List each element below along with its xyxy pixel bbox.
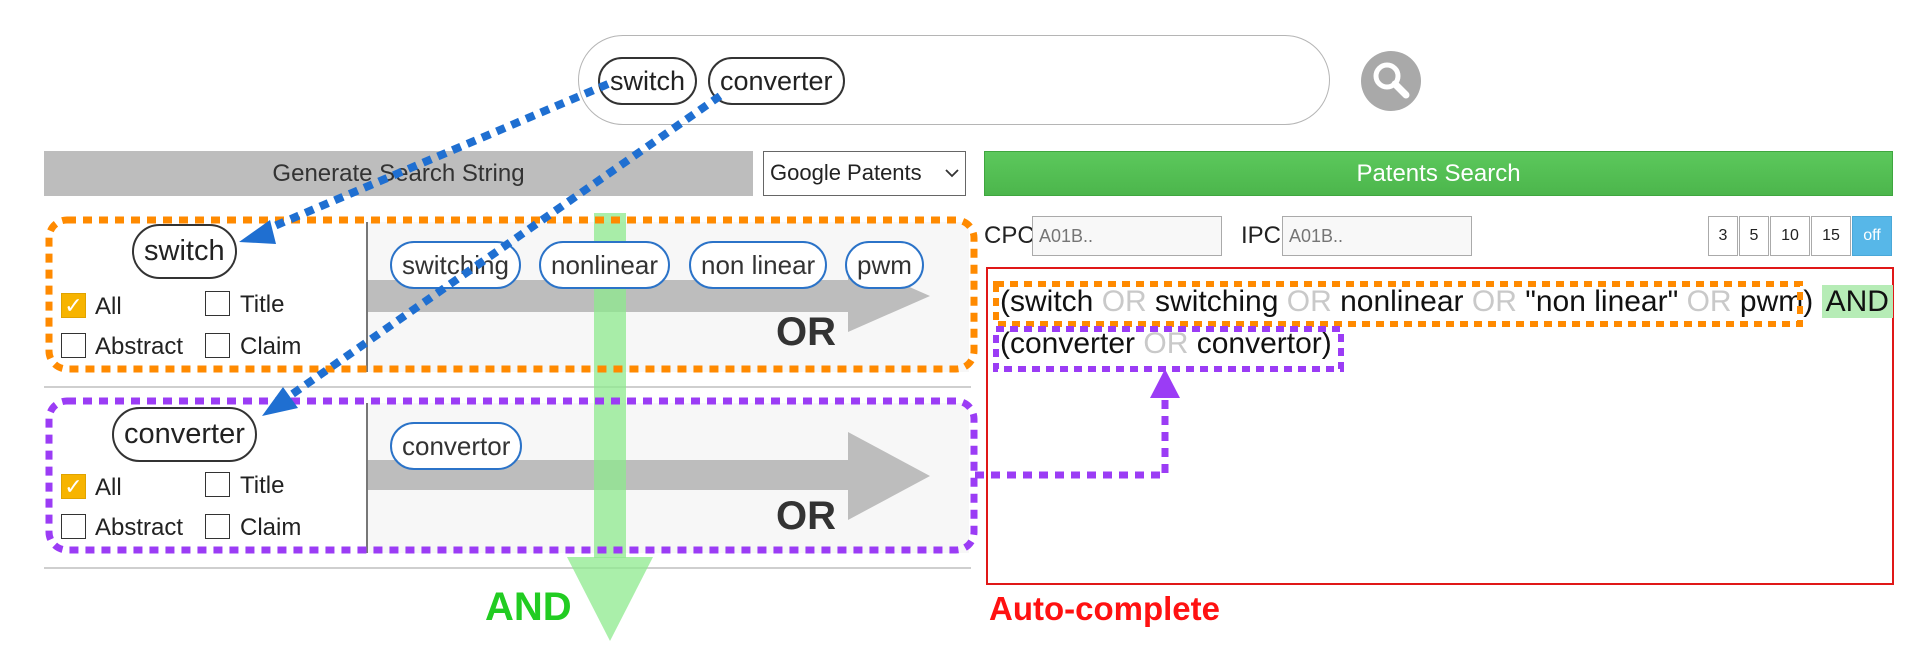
blue-arrowhead	[239, 220, 276, 244]
count-3-button[interactable]: 3	[1708, 216, 1738, 256]
checkbox-abstract[interactable]	[61, 514, 86, 539]
checkbox-title[interactable]	[205, 472, 230, 497]
term: switching	[1146, 285, 1287, 318]
or-operator: OR	[1101, 285, 1147, 318]
synonym-chip[interactable]: non linear	[689, 241, 828, 289]
or-operator: OR	[1471, 285, 1517, 318]
checkbox-all[interactable]: ✓	[61, 293, 86, 318]
checkbox-claim-label: Claim	[240, 514, 302, 541]
count-5-button[interactable]: 5	[1739, 216, 1769, 256]
checkbox-all-label: All	[95, 474, 122, 501]
checkbox-title-label: Title	[240, 472, 285, 499]
and-operator: AND	[1821, 285, 1893, 318]
term: pwm)	[1731, 285, 1814, 318]
magnifier-icon	[1373, 62, 1410, 99]
cpc-label: CPC	[984, 222, 1035, 249]
ipc-label: IPC	[1241, 222, 1282, 249]
checkbox-title[interactable]	[205, 291, 230, 316]
synonym-chip[interactable]: switching	[390, 241, 521, 289]
term: convertor)	[1188, 327, 1332, 360]
search-button[interactable]	[1361, 51, 1421, 111]
or-operator-label: OR	[776, 494, 836, 538]
checkbox-claim[interactable]	[205, 514, 230, 539]
synonym-chip[interactable]: nonlinear	[539, 241, 670, 289]
checkbox-all-label: All	[95, 293, 122, 320]
search-string-line-1: (switch OR switching OR nonlinear OR "no…	[1000, 285, 1893, 319]
count-15-button[interactable]: 15	[1811, 216, 1851, 256]
patents-search-button[interactable]: Patents Search	[984, 151, 1893, 196]
ipc-input[interactable]	[1282, 216, 1472, 256]
row-keyword-switch[interactable]: switch	[132, 224, 237, 279]
term: (converter	[1000, 327, 1144, 360]
term: "non linear"	[1516, 285, 1687, 318]
synonym-chip[interactable]: pwm	[845, 241, 924, 289]
checkbox-abstract[interactable]	[61, 333, 86, 358]
checkbox-all[interactable]: ✓	[61, 474, 86, 499]
generate-search-string-button[interactable]: Generate Search String	[44, 151, 753, 196]
checkbox-abstract-label: Abstract	[95, 333, 184, 360]
count-10-button[interactable]: 10	[1770, 216, 1810, 256]
chevron-down-icon	[945, 169, 959, 178]
count-off-button[interactable]: off	[1852, 216, 1892, 256]
blue-arrowhead	[262, 387, 298, 416]
cpc-input[interactable]	[1032, 216, 1222, 256]
row-keyword-converter[interactable]: converter	[112, 407, 257, 462]
or-operator: OR	[1143, 327, 1189, 360]
keyword-chip-switch[interactable]: switch	[598, 57, 698, 105]
checkbox-title-label: Title	[240, 291, 285, 318]
row-separator	[44, 567, 971, 569]
checkbox-claim-label: Claim	[240, 333, 302, 360]
engine-select-value: Google Patents	[770, 160, 922, 185]
or-operator: OR	[1286, 285, 1332, 318]
search-string-line-2: (converter OR convertor)	[1000, 327, 1332, 361]
checkbox-claim[interactable]	[205, 333, 230, 358]
term: (switch	[1000, 285, 1102, 318]
or-operator-label: OR	[776, 310, 836, 354]
or-operator: OR	[1686, 285, 1732, 318]
and-annotation-label: AND	[485, 585, 572, 629]
autocomplete-annotation-label: Auto-complete	[989, 590, 1220, 627]
engine-select[interactable]: Google Patents	[763, 151, 966, 196]
synonym-chip[interactable]: convertor	[390, 422, 523, 470]
row-separator	[44, 386, 971, 388]
term: nonlinear	[1331, 285, 1472, 318]
checkbox-abstract-label: Abstract	[95, 514, 184, 541]
keyword-chip-converter[interactable]: converter	[708, 57, 845, 105]
